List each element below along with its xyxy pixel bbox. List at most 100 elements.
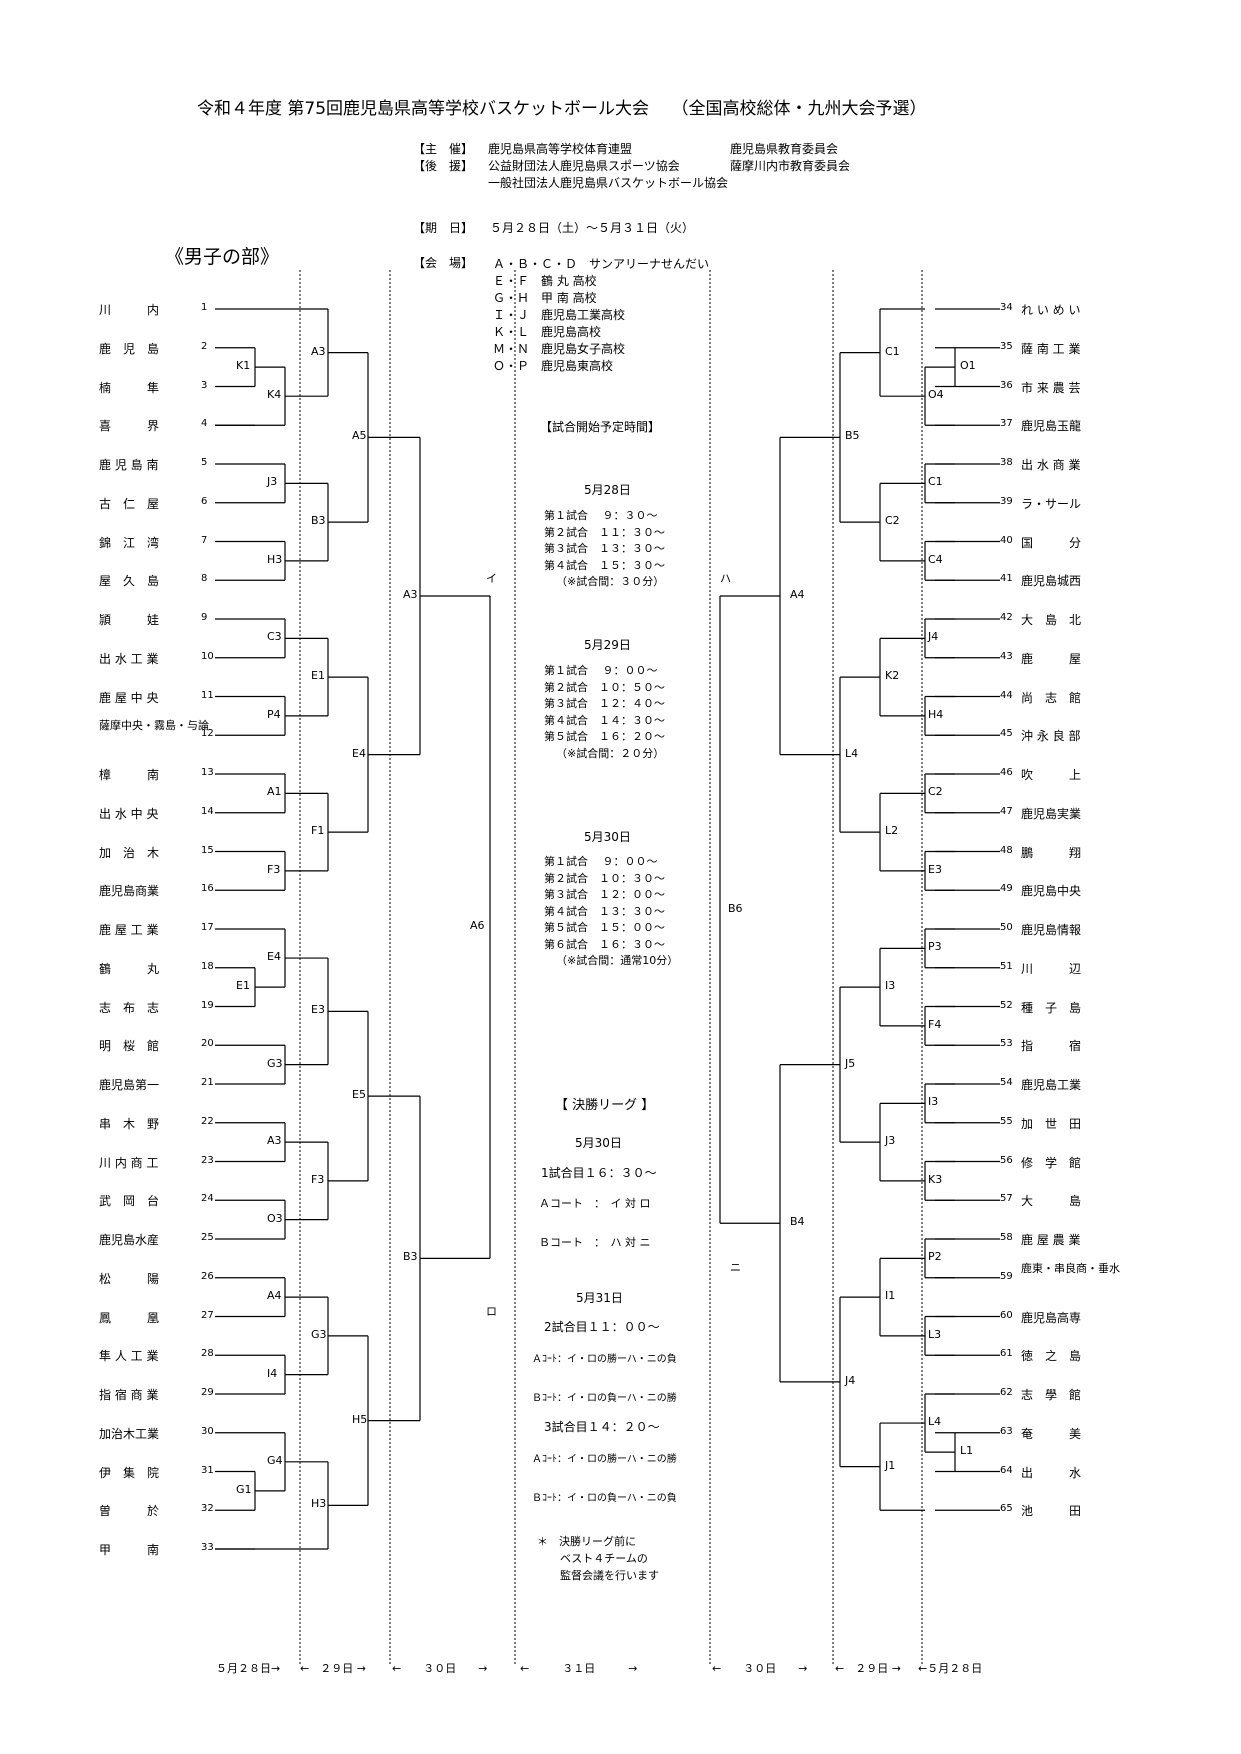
left-team-number: 16 <box>201 883 214 895</box>
left-team-name: 隼 人 工 業 <box>99 1349 159 1364</box>
left-team-number: 11 <box>201 689 214 701</box>
left-team-name: 鹿児島水産 <box>99 1233 160 1247</box>
right-r2-label: P2 <box>928 1250 942 1264</box>
left-r2-label: P4 <box>267 707 281 721</box>
left-team-number: 7 <box>201 534 208 546</box>
right-team-number: 51 <box>1000 960 1013 972</box>
right-team-name: 加 世 田 <box>1021 1116 1082 1131</box>
schedule-line: 第５試合 １５：００～ <box>544 921 665 934</box>
venue-item: Ａ・Ｂ・Ｃ・Ｄ サンアリーナせんだい <box>493 257 710 271</box>
footer-label: ← ２９日 → <box>300 1662 366 1675</box>
right-r2-label: J4 <box>928 630 939 644</box>
right-team-number: 39 <box>1000 495 1013 507</box>
left-team-name: 鹿 児 島 <box>99 341 160 356</box>
left-team-name: 川 内 商 工 <box>99 1155 159 1170</box>
right-r2-label: C1 <box>928 475 943 489</box>
left-r3-label: F3 <box>311 1172 325 1186</box>
left-r2-label: H3 <box>267 552 283 566</box>
left-team-name: 鳳 凰 <box>99 1310 160 1325</box>
right-team-name: 鵬 翔 <box>1021 845 1082 860</box>
right-r3-label: L2 <box>885 824 899 838</box>
right-team-number: 36 <box>1000 379 1013 391</box>
left-team-number: 13 <box>201 767 214 778</box>
right-team-number: 46 <box>1000 767 1013 778</box>
right-team-name: 大 島 北 <box>1021 613 1082 627</box>
left-team-name: 鹿児島第一 <box>99 1078 160 1092</box>
right-r3-label: I3 <box>885 979 896 993</box>
right-r2-label: E3 <box>928 862 942 876</box>
dates-label: 【期 日】 <box>413 221 474 235</box>
venue-item: Ｍ・Ｎ 鹿児島女子高校 <box>493 342 626 356</box>
left-r3-label: H3 <box>311 1497 327 1511</box>
right-r6-label: B6 <box>728 901 743 915</box>
right-team-name: 出 水 <box>1021 1465 1082 1480</box>
footer-label: ← ３１日 → <box>520 1662 638 1675</box>
footer-label: ← ３０日 → <box>392 1662 488 1675</box>
venue-item: Ｇ・Ｈ 甲 南 高校 <box>493 291 597 305</box>
left-r3-label: F1 <box>311 824 325 838</box>
left-r3-label: E1 <box>311 669 325 683</box>
right-team-number: 60 <box>1000 1309 1013 1321</box>
left-team-name: 屋 久 島 <box>99 574 160 589</box>
right-team-name: 鹿児島工業 <box>1021 1078 1082 1092</box>
right-team-number: 49 <box>1000 883 1013 895</box>
right-team-number: 38 <box>1000 457 1013 468</box>
schedule-line: （※試合間：通常10分） <box>556 954 679 967</box>
left-r4-label: E5 <box>352 1088 366 1102</box>
right-team-name: 種 子 島 <box>1021 1000 1082 1015</box>
right-team-number: 44 <box>1000 689 1013 701</box>
schedule-line: 第４試合 １４：３０～ <box>544 713 665 727</box>
left-team-number: 33 <box>201 1542 214 1553</box>
left-team-name: 指 宿 商 業 <box>99 1388 159 1402</box>
right-team-number: 61 <box>1000 1348 1013 1360</box>
left-r1-label: E1 <box>236 979 250 993</box>
right-team-number: 57 <box>1000 1193 1013 1205</box>
left-r2-label: C3 <box>267 630 282 644</box>
schedule-line: 第２試合 １１：３０～ <box>544 525 665 539</box>
left-team-number: 29 <box>201 1387 214 1398</box>
left-team-number: 24 <box>201 1193 214 1205</box>
right-team-name: 奄 美 <box>1021 1426 1082 1441</box>
final-d2-time1: 2試合目１１：００～ <box>544 1320 660 1334</box>
left-r2-label: K4 <box>267 388 282 402</box>
schedule-line: 第３試合 １２：００～ <box>544 888 665 901</box>
final-d1: 5月30日 <box>575 1136 622 1150</box>
right-team-name: 鹿 屋 <box>1021 651 1082 666</box>
left-team-number: 25 <box>201 1232 214 1243</box>
right-r4-label: J5 <box>845 1056 856 1070</box>
left-team-name: 志 布 志 <box>99 1000 160 1015</box>
schedule-line: 第６試合 １６：３０～ <box>544 937 665 951</box>
right-team-number: 65 <box>1000 1503 1013 1515</box>
schedule-line: 第４試合 １３：３０～ <box>544 904 665 918</box>
schedule-line: 第２試合 １０：５０～ <box>544 680 665 694</box>
right-team-number: 35 <box>1000 340 1013 352</box>
block-mark-i: イ <box>486 571 497 585</box>
left-team-number: 6 <box>201 495 208 507</box>
left-r2-label: J3 <box>267 475 278 489</box>
left-team-name: 出 水 工 業 <box>99 651 159 666</box>
left-team-number: 3 <box>201 379 208 391</box>
left-team-name: 鹿 屋 中 央 <box>99 690 159 705</box>
final-d2-a2: Ａｺｰﾄ：イ・ロの勝ーハ・ニの勝 <box>532 1454 677 1465</box>
schedule-line: 第１試合 ９：００～ <box>544 855 658 868</box>
left-team-name: 鹿 屋 工 業 <box>99 923 159 937</box>
schedule-heading: 【試合開始予定時間】 <box>540 420 661 434</box>
right-r2-label: C4 <box>928 552 943 566</box>
final-d2: 5月31日 <box>576 1291 623 1305</box>
right-r3-label: K2 <box>885 669 900 683</box>
left-r5-label: B3 <box>403 1250 418 1264</box>
schedule-line: （※試合間：２０分） <box>556 746 665 760</box>
right-team-name: 出 水 商 業 <box>1021 458 1081 472</box>
schedule-line: 第３試合 １３：３０～ <box>544 542 665 555</box>
final-d1-b: Ｂコート ： ハ 対 ニ <box>539 1236 651 1249</box>
schedule-line: 第４試合 １５：３０～ <box>544 558 665 572</box>
right-r3-label: I1 <box>885 1289 896 1303</box>
right-r1-label: L1 <box>960 1444 974 1458</box>
schedule-line: 第５試合 １６：２０～ <box>544 730 665 743</box>
left-team-number: 2 <box>201 340 208 352</box>
right-team-name: 鹿児島情報 <box>1021 923 1082 937</box>
left-r4-label: A5 <box>352 429 367 443</box>
left-team-name: 松 陽 <box>99 1271 160 1286</box>
left-team-name: 明 桜 館 <box>99 1039 160 1054</box>
